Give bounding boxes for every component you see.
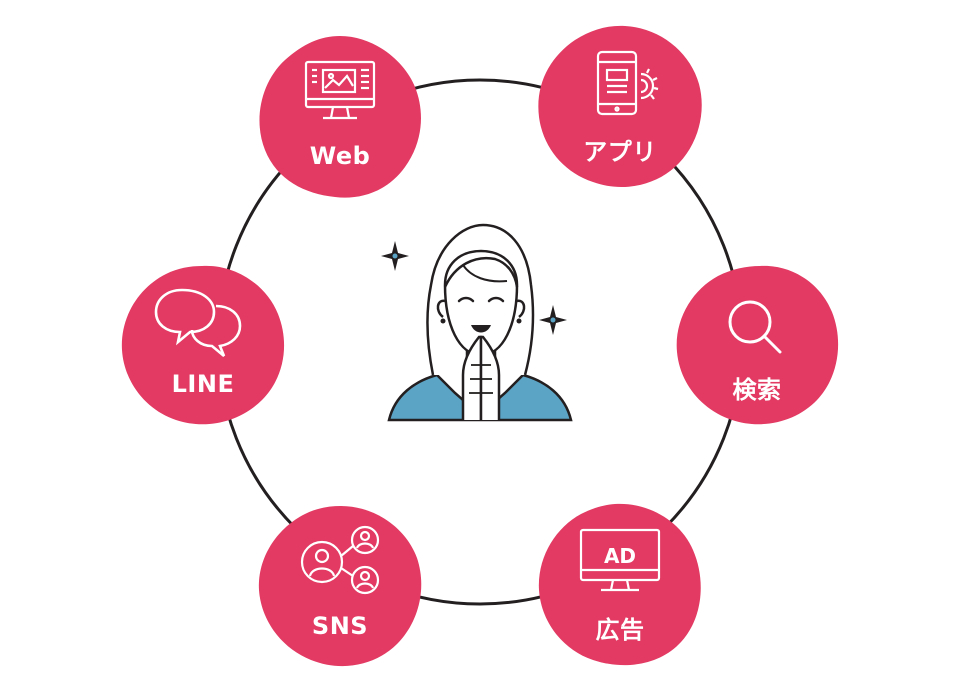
node-sns-blob — [258, 506, 422, 667]
sparkle-right-icon — [539, 305, 567, 335]
node-search-blob — [676, 265, 839, 425]
node-line-blob — [121, 265, 285, 425]
node-ad: AD 広告 — [535, 500, 705, 670]
node-line-label: LINE — [171, 370, 235, 398]
node-app: アプリ — [535, 22, 705, 192]
node-search: 検索 — [672, 260, 842, 430]
face-outline — [443, 249, 519, 357]
node-web-blob — [259, 36, 421, 198]
node-web-label: Web — [309, 142, 371, 170]
sparkle-left-icon — [381, 241, 409, 271]
node-app-blob — [538, 25, 702, 187]
ad-monitor-icon — [579, 528, 661, 592]
node-web: Web — [255, 32, 425, 202]
chat-bubbles-icon — [154, 288, 242, 357]
node-ad-label: 広告 — [595, 616, 645, 644]
users-network-icon — [300, 525, 380, 595]
node-ad-blob: AD — [538, 503, 701, 666]
center-figure-svg — [381, 223, 573, 422]
monitor-icon — [304, 60, 376, 120]
smartphone-gear-icon — [596, 50, 659, 116]
node-search-label: 検索 — [732, 376, 782, 404]
search-icon — [728, 300, 782, 354]
node-app-label: アプリ — [583, 138, 657, 166]
woman-praying-icon — [375, 215, 585, 425]
node-sns-label: SNS — [311, 612, 369, 640]
node-line: LINE — [118, 260, 288, 430]
node-sns: SNS — [255, 502, 425, 672]
ad-icon-text: AD — [604, 544, 636, 568]
